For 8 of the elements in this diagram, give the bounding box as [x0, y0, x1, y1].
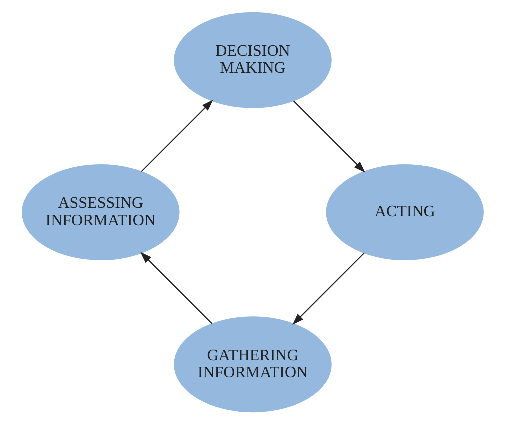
node-ellipse: ASSESSING INFORMATION — [22, 164, 180, 261]
node-ellipse: ACTING — [326, 164, 484, 261]
arrow — [292, 252, 365, 325]
node-ellipse: DECISION MAKING — [174, 12, 332, 108]
arrow — [141, 100, 214, 172]
node-ellipse: GATHERING INFORMATION — [174, 316, 332, 413]
arrow — [293, 100, 366, 173]
arrow — [140, 252, 213, 324]
